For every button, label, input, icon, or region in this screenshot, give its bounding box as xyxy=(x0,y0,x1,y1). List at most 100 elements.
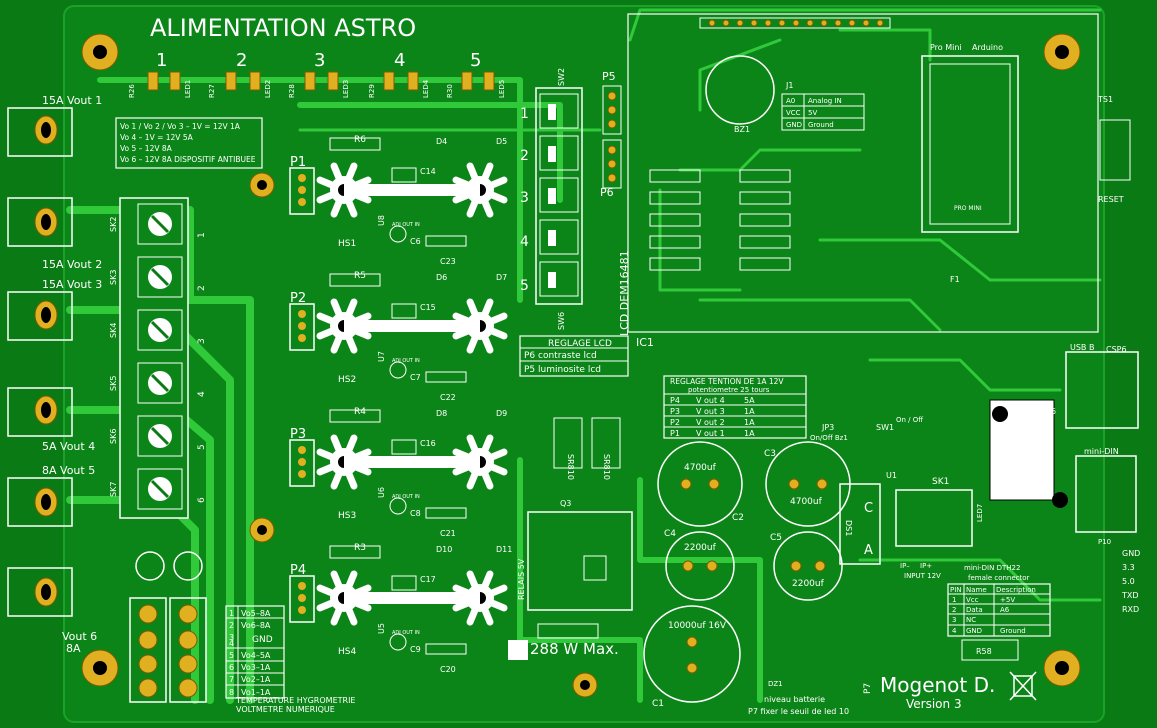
ref-label: U1 xyxy=(886,471,897,480)
spec-line: Vo 5 – 12V 8A xyxy=(120,144,173,153)
dht-cell: Data xyxy=(966,606,983,614)
ref-label: BZ1 xyxy=(734,125,750,134)
mounting-holes xyxy=(81,33,1081,698)
ref-label: C22 xyxy=(440,393,456,402)
ref-label: TS1 xyxy=(1097,95,1113,104)
regulator-body xyxy=(391,167,417,183)
potentiometer xyxy=(289,303,315,351)
ref-label: R26 xyxy=(128,84,136,98)
heatsink-bar xyxy=(344,320,480,332)
cap-value: 4700uf xyxy=(684,463,717,473)
p10-pin: GND xyxy=(1122,549,1140,558)
pad xyxy=(298,174,306,182)
small-cap xyxy=(389,225,407,243)
dht-head: Name xyxy=(966,586,987,594)
pad xyxy=(298,606,306,614)
cap-ref: C1 xyxy=(652,699,664,709)
ref-label: LED7 xyxy=(976,504,984,522)
ref-label: SW1 xyxy=(876,423,894,432)
input-label: IP+ xyxy=(920,562,932,570)
bt-cell: Vo5–8A xyxy=(241,609,271,618)
ref-label: IC1 xyxy=(636,336,654,349)
ref-label: D9 xyxy=(496,409,507,418)
pin-cell: GND xyxy=(786,121,802,129)
output-label: 15A Vout 3 xyxy=(42,278,102,291)
p10-pins: GND 3.3 5.0 TXD RXD xyxy=(1121,549,1140,614)
ref-label: USB B xyxy=(1070,343,1094,352)
tension-cell: 5A xyxy=(744,396,755,405)
bt-cell: 2 xyxy=(229,621,234,630)
dht-cell: 3 xyxy=(952,616,956,624)
ref-label: P7 xyxy=(863,683,873,694)
tension-cell: V out 3 xyxy=(696,407,725,416)
ref-label: D10 xyxy=(436,545,452,554)
pad xyxy=(298,186,306,194)
ref-label: JP3 xyxy=(821,423,834,432)
reglage-lcd-panel: REGLAGE LCD P6 contraste lcd P5 luminosi… xyxy=(519,335,629,377)
output-label: 8A Vout 5 xyxy=(42,464,95,477)
switch-number: 3 xyxy=(520,190,529,206)
bt-cell: 3 xyxy=(229,633,234,642)
ref-label: R3 xyxy=(354,543,366,553)
ref-label: RESET xyxy=(1098,195,1124,204)
lcd-label: LCD DEM16481 xyxy=(618,250,631,336)
ref-label: SK1 xyxy=(932,477,949,487)
ref-label: DZ1 xyxy=(768,680,783,688)
ref-label: CSP6 xyxy=(1106,345,1127,354)
bt-cell: 7 xyxy=(229,675,234,684)
ref-label: LED2 xyxy=(264,80,272,98)
ref-label: C16 xyxy=(420,439,436,448)
ref-label: SR810 xyxy=(602,454,611,480)
pad xyxy=(298,322,306,330)
spec-line: Vo 4 – 1V = 12V 5A xyxy=(120,133,194,142)
resistor xyxy=(329,545,381,559)
output-label: 15A Vout 1 xyxy=(42,94,102,107)
sk-labels: SK2 SK3 SK4 SK5 SK6 SK7 1 2 3 4 5 6 xyxy=(109,217,207,503)
spec-box xyxy=(115,117,263,169)
ref-label: R29 xyxy=(368,84,376,98)
arduino-pin-table: A0 Analog IN VCC 5V GND Ground xyxy=(786,97,842,129)
ref-label: On / Off xyxy=(896,416,923,424)
tension-cell: P4 xyxy=(670,396,680,405)
potentiometer xyxy=(289,167,315,215)
ref-label: U6 xyxy=(377,487,386,498)
pad xyxy=(298,198,306,206)
ref-label: SW6 xyxy=(557,312,566,330)
ref-label: C21 xyxy=(440,529,456,538)
ref-label: C6 xyxy=(410,237,421,246)
cap-ref: C4 xyxy=(664,529,676,539)
bottom-table: 1 Vo5–8A 2 Vo6–8A 3 4 GND 5 Vo4–5A 6 Vo3… xyxy=(225,605,355,714)
dht-cell: NC xyxy=(966,616,976,624)
ref-label: P5 xyxy=(602,70,616,83)
p10-pin: 5.0 xyxy=(1122,577,1135,586)
regulator-body xyxy=(391,303,417,319)
output-connectors xyxy=(7,107,73,617)
weee-bin-icon xyxy=(1009,671,1037,701)
dht-title: mini-DIN DTH22 xyxy=(964,564,1020,572)
bt-cell: Vo3–1A xyxy=(241,663,271,672)
resistor xyxy=(329,273,381,287)
bt-cell: 8 xyxy=(229,688,234,697)
bt-cell: Vo2–1A xyxy=(241,675,271,684)
ref-label: C9 xyxy=(410,645,421,654)
tension-cell: 1A xyxy=(744,418,755,427)
ref-label: HS4 xyxy=(338,647,356,657)
sk-label: SK6 xyxy=(109,429,118,444)
regulator-sections xyxy=(289,137,508,655)
ref-label: LED3 xyxy=(342,80,350,98)
ref-label: R5 xyxy=(354,271,366,281)
potentiometer xyxy=(289,575,315,623)
bt-cell: 4 xyxy=(229,639,234,648)
switch-number: 1 xyxy=(520,106,529,122)
ref-label: D8 xyxy=(436,409,447,418)
dht-cell: GND xyxy=(966,627,982,635)
ref-label: On/Off Bz1 xyxy=(810,434,848,442)
reg-pins: ADJ OUT IN xyxy=(392,630,420,636)
ref-label: HS5 xyxy=(1040,407,1056,416)
switch-column: 1 2 3 4 5 SW2 SW6 P5 P6 xyxy=(520,68,622,330)
dht-title: female connector xyxy=(968,574,1030,582)
cap-ref: C3 xyxy=(764,449,776,459)
ref-label: C15 xyxy=(420,303,436,312)
ref-label: HS2 xyxy=(338,375,356,385)
spec-line: Vo 6 – 12V 8A DISPOSITIF ANTIBUEE xyxy=(120,155,256,164)
